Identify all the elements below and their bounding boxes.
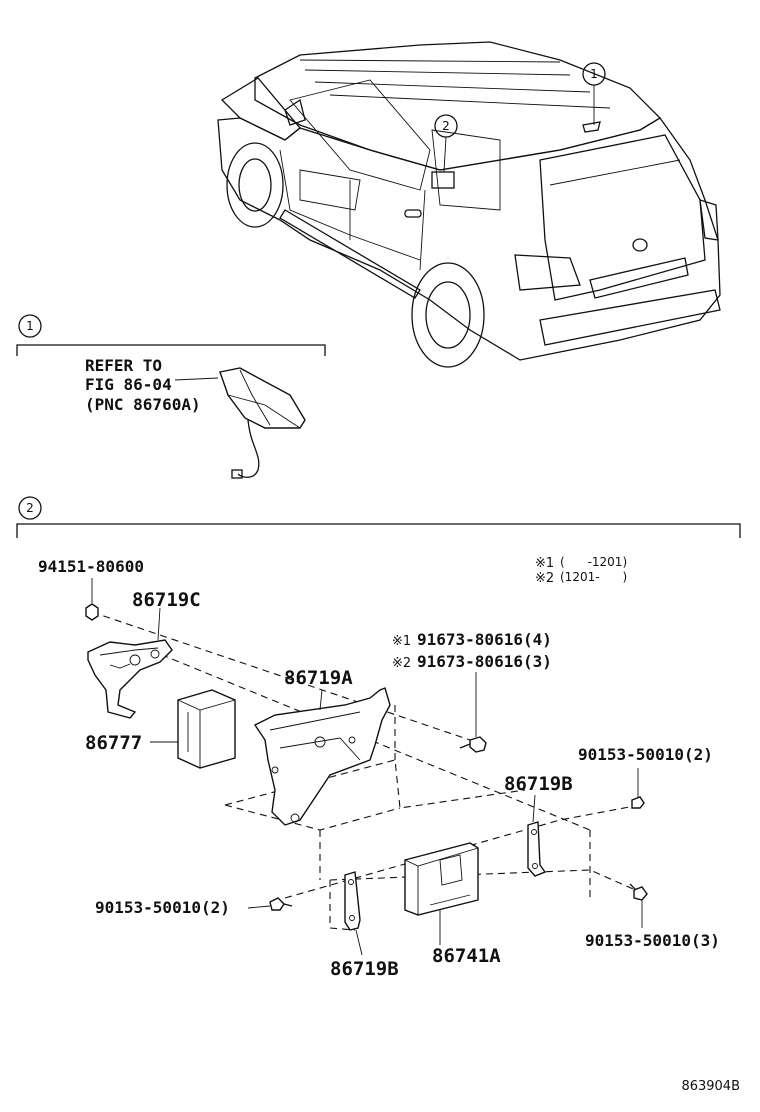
bolt-note-2-mark: ※2 <box>392 656 411 671</box>
callout-2-vehicle: 2 <box>434 114 458 173</box>
legend-mark-1: ※1 <box>535 556 554 571</box>
screw-icon-left <box>247 897 293 911</box>
figure-id: 863904B <box>681 1079 740 1094</box>
nut-icon <box>85 578 99 621</box>
module-86777 <box>150 689 236 769</box>
section-1: 1 REFER TO FIG 86-04 (PNC 86760A) <box>16 314 326 479</box>
screw-icon-right-bottom <box>629 883 648 928</box>
bracket-86719A <box>253 687 391 826</box>
bolt-note-1-mark: ※1 <box>392 634 411 649</box>
bracket-86719B-right <box>527 794 547 877</box>
callout-num: 2 <box>442 119 450 133</box>
part-label-91673-80616-3: 91673-80616(3) <box>417 652 552 671</box>
part-label-86719B-left: 86719B <box>330 958 399 980</box>
receiver-86741A <box>404 842 479 945</box>
part-label-90153-50010-2-left: 90153-50010(2) <box>95 898 230 917</box>
legend-mark-2: ※2 <box>535 571 554 586</box>
callout-1-vehicle: 1 <box>582 62 606 125</box>
bracket-86719C <box>87 607 173 719</box>
part-label-94151-80600: 94151-80600 <box>38 557 144 576</box>
antenna-icon <box>219 367 306 479</box>
callout-num: 1 <box>590 67 598 81</box>
part-label-91673-80616-4: 91673-80616(4) <box>417 630 552 649</box>
refer-line-3: (PNC 86760A) <box>85 395 201 414</box>
screw-icon <box>631 768 645 809</box>
section-2: 2 ※1 ( -1201) ※2 (1201- ) 94151-80600 <box>16 496 741 980</box>
refer-line-2: FIG 86-04 <box>85 375 172 394</box>
bracket-86719B-left <box>344 871 363 956</box>
part-label-86777: 86777 <box>85 732 142 754</box>
section-1-number: 1 <box>26 319 34 333</box>
part-label-86719C: 86719C <box>132 589 201 611</box>
legend-range-2: (1201- ) <box>560 570 627 584</box>
legend-range-1: ( -1201) <box>560 555 627 569</box>
part-label-86719B-right: 86719B <box>504 773 573 795</box>
vehicle-illustration <box>217 41 721 368</box>
bolt-icon <box>459 672 487 753</box>
section-2-number: 2 <box>26 501 34 515</box>
part-label-90153-50010-3: 90153-50010(3) <box>585 931 720 950</box>
part-label-90153-50010-2-right: 90153-50010(2) <box>578 745 713 764</box>
refer-line-1: REFER TO <box>85 356 162 375</box>
part-label-86719A: 86719A <box>284 667 353 689</box>
part-label-86741A: 86741A <box>432 945 501 967</box>
